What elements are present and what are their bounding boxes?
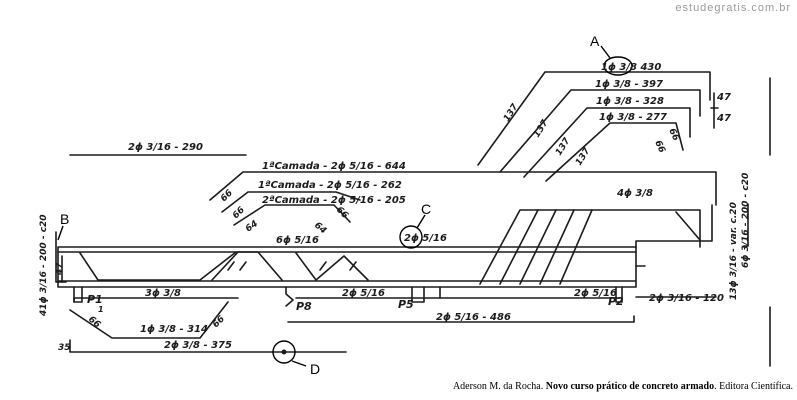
- label-438: 4ϕ 3/8: [616, 188, 653, 199]
- label-camada-3: 2ªCamada - 2ϕ 5/16 - 205: [262, 195, 406, 206]
- label-47c: 47: [55, 262, 65, 276]
- marker-d-dot: [281, 349, 287, 355]
- marker-c-circle: [399, 225, 423, 249]
- marker-a-circle: [603, 56, 633, 76]
- marker-d-leader: [291, 360, 307, 367]
- label-430: 1ϕ 3/8 430: [601, 62, 661, 73]
- credit-author: Aderson M. da Rocha.: [452, 381, 546, 392]
- support-p5: [411, 286, 425, 303]
- watermark: estudegratis.com.br: [675, 2, 791, 14]
- bar-375: [69, 339, 347, 353]
- tick-b: [239, 261, 247, 271]
- label-47a: 47: [716, 92, 731, 103]
- label-66f: 66: [86, 315, 102, 331]
- label-66a: 66: [666, 127, 680, 143]
- bent-bar-1: [479, 209, 701, 285]
- bar-397: [499, 89, 701, 173]
- label-397: 1ϕ 3/8 - 397: [595, 79, 663, 90]
- label-bot-2516: 2ϕ 5/16: [342, 288, 385, 299]
- bent-left-2: [211, 251, 283, 281]
- marker-d: D: [310, 361, 320, 377]
- camada-2-bar: [221, 191, 361, 213]
- label-bot-486: 2ϕ 5/16 - 486: [436, 312, 511, 323]
- bar-328: [523, 107, 691, 178]
- marker-b: B: [60, 211, 69, 227]
- label-stir-right2: 6ϕ 3/16 - 200 - c20: [741, 173, 751, 268]
- label-top-290: 2ϕ 3/16 - 290: [128, 142, 203, 153]
- label-66g: 66: [211, 314, 227, 330]
- marker-a: A: [590, 33, 600, 49]
- bar-277: [545, 122, 684, 182]
- label-camada-1: 1ªCamada - 2ϕ 5/16 - 644: [262, 161, 406, 172]
- bent-bar-3: [519, 209, 557, 285]
- marker-c: C: [421, 201, 431, 217]
- label-64a: 64: [244, 219, 260, 234]
- beam-right-step: [635, 204, 713, 248]
- beam-body: [57, 246, 637, 288]
- label-bot-338: 3ϕ 3/8: [145, 288, 181, 299]
- label-137a: 137: [502, 102, 521, 124]
- bottom-bar-338: [73, 297, 239, 303]
- bar-314: [69, 301, 229, 339]
- label-p2: P2: [608, 295, 624, 308]
- credit-publisher: . Editora Científica.: [714, 381, 793, 392]
- label-66b: 66: [652, 139, 666, 155]
- bottom-bar-486: [287, 315, 635, 323]
- support-p1: [73, 286, 83, 303]
- label-camada-2: 1ªCamada - 2ϕ 5/16 - 262: [258, 180, 402, 191]
- bent-left-3: [295, 252, 369, 281]
- support-p8: [285, 286, 294, 307]
- label-bot-2516b: 2ϕ 5/16: [574, 288, 617, 299]
- label-p1-sub: 1: [98, 305, 104, 314]
- marker-a-leader: [600, 45, 611, 59]
- label-328: 1ϕ 3/8 - 328: [596, 96, 664, 107]
- label-137d: 137: [574, 146, 593, 168]
- bent-bar-2: [499, 209, 539, 285]
- label-bot-375: 2ϕ 3/8 - 375: [164, 340, 232, 351]
- credit-book: Novo curso prático de concreto armado: [545, 381, 715, 392]
- label-stir-left: 41ϕ 3/16 - 200 - c20: [39, 214, 49, 317]
- source-credit: Aderson M. da Rocha. Novo curso prático …: [453, 381, 793, 392]
- marker-b-leader: [57, 225, 64, 241]
- label-6516: 6ϕ 5/16: [276, 235, 319, 246]
- label-bot-120: 2ϕ 3/16 - 120: [649, 293, 724, 304]
- marker-d-circle: [272, 340, 296, 364]
- label-137b: 137: [532, 118, 551, 140]
- bent-bar-6: [675, 211, 701, 241]
- right-stirrup-hook: [743, 203, 749, 247]
- label-47b: 47: [716, 113, 731, 124]
- label-stir-right1: 13ϕ 3/16 - var. c.20: [729, 202, 739, 300]
- label-137c: 137: [554, 136, 573, 158]
- label-35: 35: [58, 343, 71, 353]
- camada-3-bar: [233, 204, 351, 226]
- label-p8: P8: [296, 300, 312, 313]
- label-p5: P5: [398, 298, 414, 311]
- tick-c: [319, 261, 327, 271]
- label-bot-314: 1ϕ 3/8 - 314: [140, 324, 208, 335]
- bent-bar-4: [539, 209, 575, 285]
- marker-c-leader: [416, 214, 426, 229]
- tick-a: [227, 261, 235, 271]
- label-64b: 64: [312, 221, 328, 237]
- camada-1-bar: [209, 171, 717, 206]
- label-2516c: 2ϕ 5/16: [404, 233, 447, 244]
- label-277: 1ϕ 3/8 - 277: [599, 112, 667, 123]
- bent-bar-5: [559, 209, 593, 285]
- support-p2: [615, 286, 623, 303]
- bent-left-1: [79, 251, 237, 281]
- label-p1: P1: [87, 293, 103, 306]
- tick-d: [349, 261, 357, 271]
